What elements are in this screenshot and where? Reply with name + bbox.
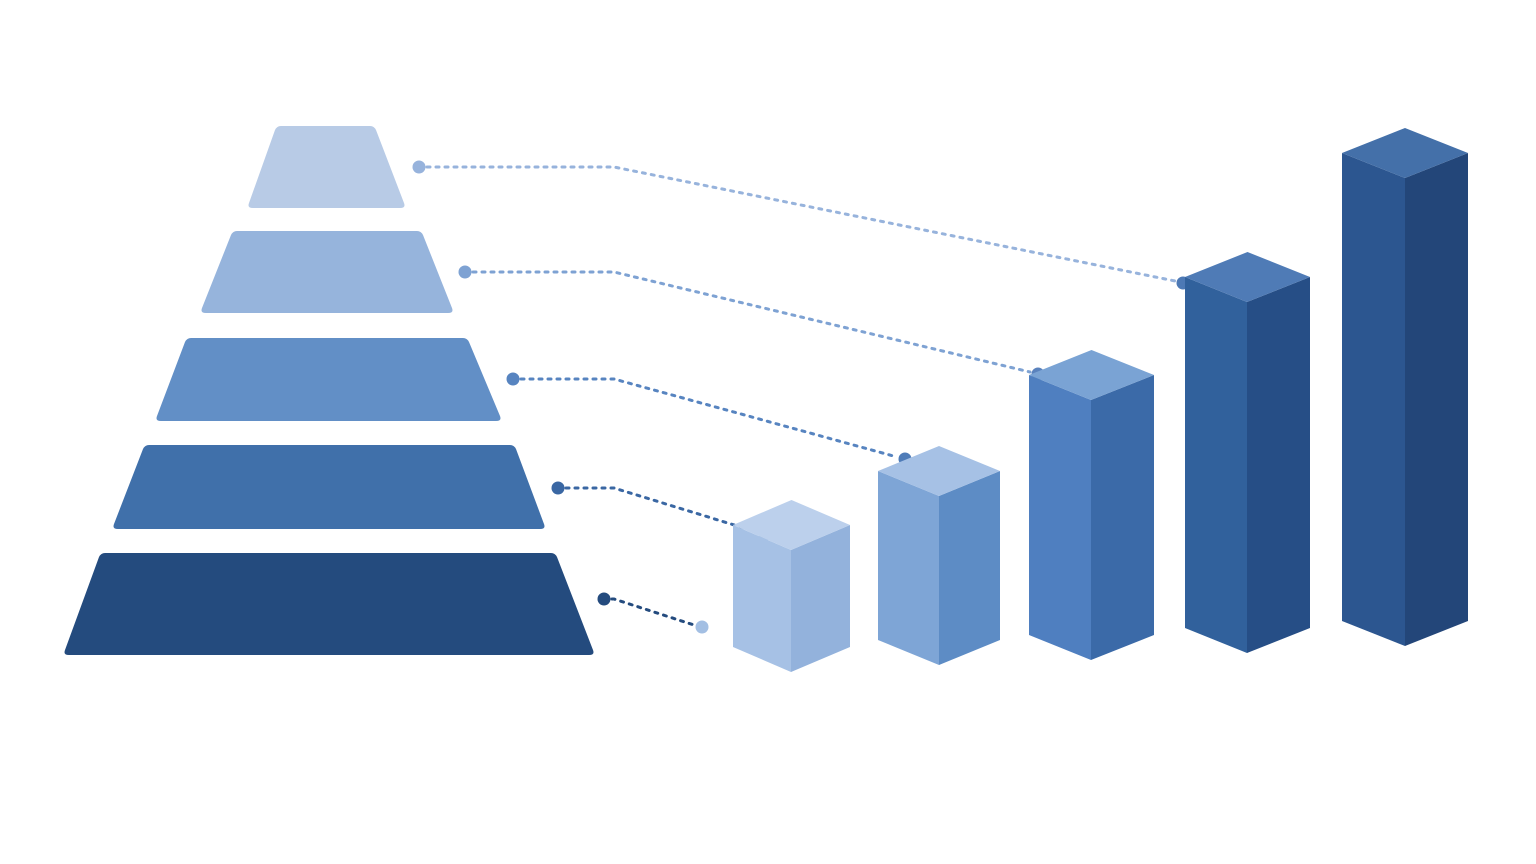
bar-5 [1342, 128, 1468, 646]
bar-1-side-face [791, 525, 850, 672]
bar-3-front-face [1029, 375, 1091, 660]
pyramid-tier-2 [201, 231, 453, 313]
connector-line-4 [564, 486, 759, 534]
pyramid [64, 126, 594, 655]
bar-3-top-face [1029, 350, 1154, 400]
connector-end-dot-5 [695, 620, 709, 634]
bar-5-side-face [1405, 153, 1468, 646]
bar-4-top-face [1185, 252, 1310, 302]
bar-5-front-face [1342, 153, 1405, 646]
bar-4-front-face [1185, 277, 1247, 653]
bar-2-front-face [878, 471, 939, 665]
bar-2-top-face [878, 446, 1000, 496]
bar-2 [878, 446, 1000, 665]
connector-line-1 [425, 165, 1177, 283]
pyramid-tier-4 [113, 445, 545, 529]
bar-1-front-face [733, 525, 791, 672]
pyramid-tier-3 [156, 338, 501, 421]
bar-1-top-face [733, 500, 850, 550]
bar-4 [1185, 252, 1310, 653]
bar-4-side-face [1247, 277, 1310, 653]
connector-line-5 [610, 597, 696, 627]
bar-3 [1029, 350, 1154, 660]
bar-2-side-face [939, 471, 1000, 665]
connector-start-dot-4 [551, 481, 565, 495]
connector-start-dot-3 [506, 372, 520, 386]
connector-start-dot-2 [458, 265, 472, 279]
connector-start-dot-5 [597, 592, 611, 606]
bar-5-top-face [1342, 128, 1468, 178]
connector-line-2 [471, 270, 1032, 374]
pyramid-tier-5 [64, 553, 594, 655]
bar-1 [733, 500, 850, 672]
bar-3-side-face [1091, 375, 1154, 660]
pyramid-tier-1 [248, 126, 405, 208]
connector-start-dot-1 [412, 160, 426, 174]
bar-group [733, 128, 1468, 672]
connector-line-3 [519, 377, 899, 459]
